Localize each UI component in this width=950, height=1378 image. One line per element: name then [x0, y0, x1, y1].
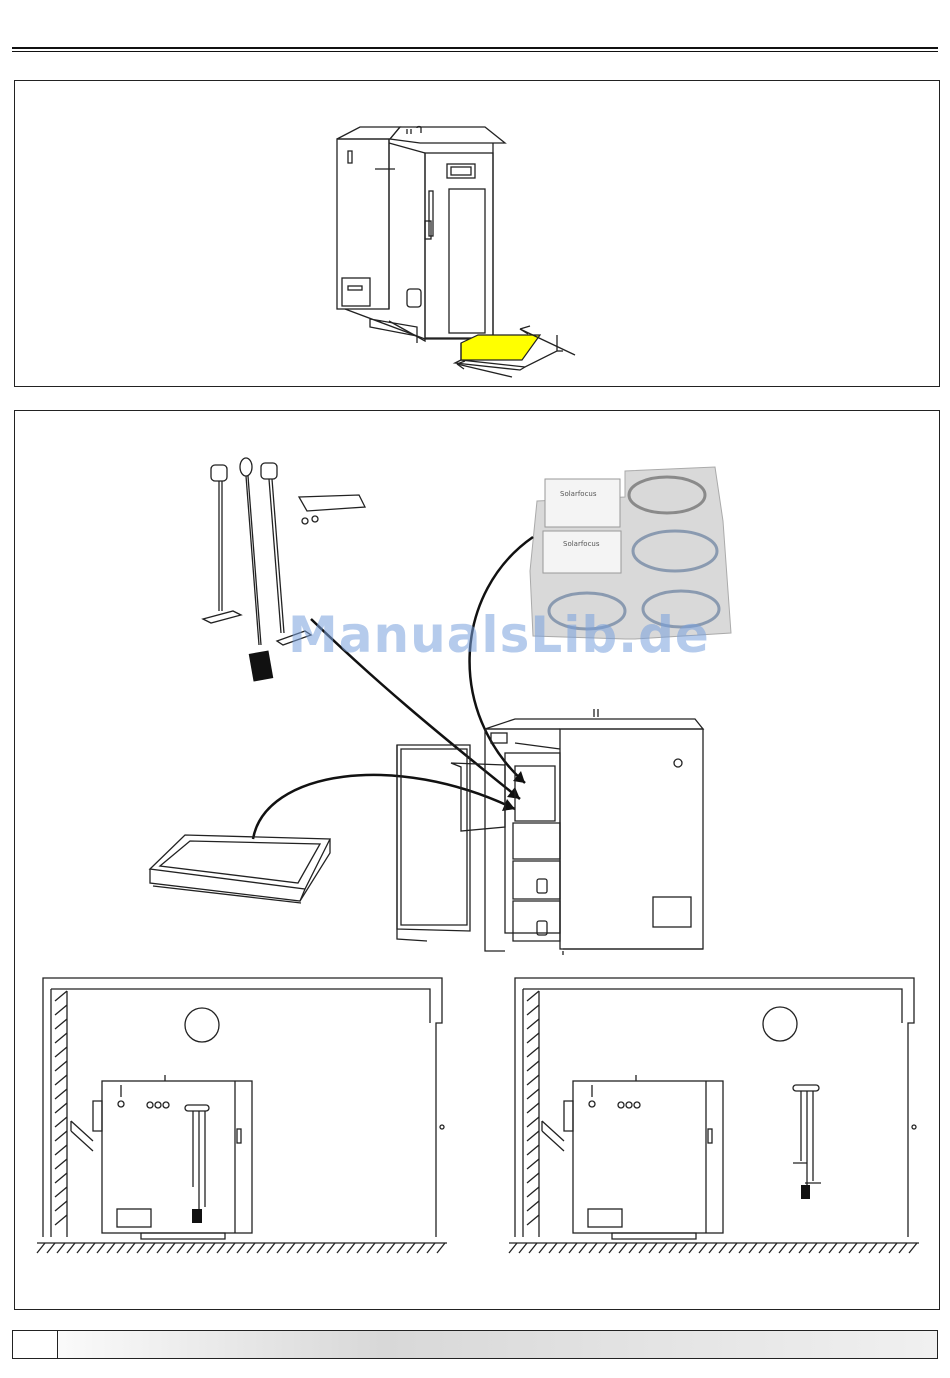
brush-left — [192, 1209, 202, 1223]
figure-panel-bottom: Solarfocus Solarfocus — [14, 410, 940, 1310]
ash-tray — [150, 835, 330, 903]
svg-text:Solarfocus: Solarfocus — [560, 490, 597, 498]
brush-head — [249, 650, 274, 681]
boiler-open-doors — [397, 709, 703, 955]
room-right — [509, 978, 919, 1253]
drawer-tray-highlight — [461, 335, 540, 360]
header-rule — [12, 47, 938, 52]
marker-circle-left — [185, 1008, 219, 1042]
accessories-illustration: Solarfocus Solarfocus — [15, 411, 941, 1311]
room-left — [37, 978, 447, 1253]
page-number-box — [13, 1331, 58, 1358]
arrow-lines — [253, 537, 533, 839]
brush-right — [801, 1185, 810, 1199]
footer-bar — [12, 1330, 938, 1359]
figure-panel-top — [14, 80, 940, 387]
watermark-text: ManualsLib.de — [288, 606, 710, 664]
boiler-drawer-illustration — [15, 81, 941, 388]
marker-circle-right — [763, 1007, 797, 1041]
svg-text:Solarfocus: Solarfocus — [563, 540, 600, 548]
